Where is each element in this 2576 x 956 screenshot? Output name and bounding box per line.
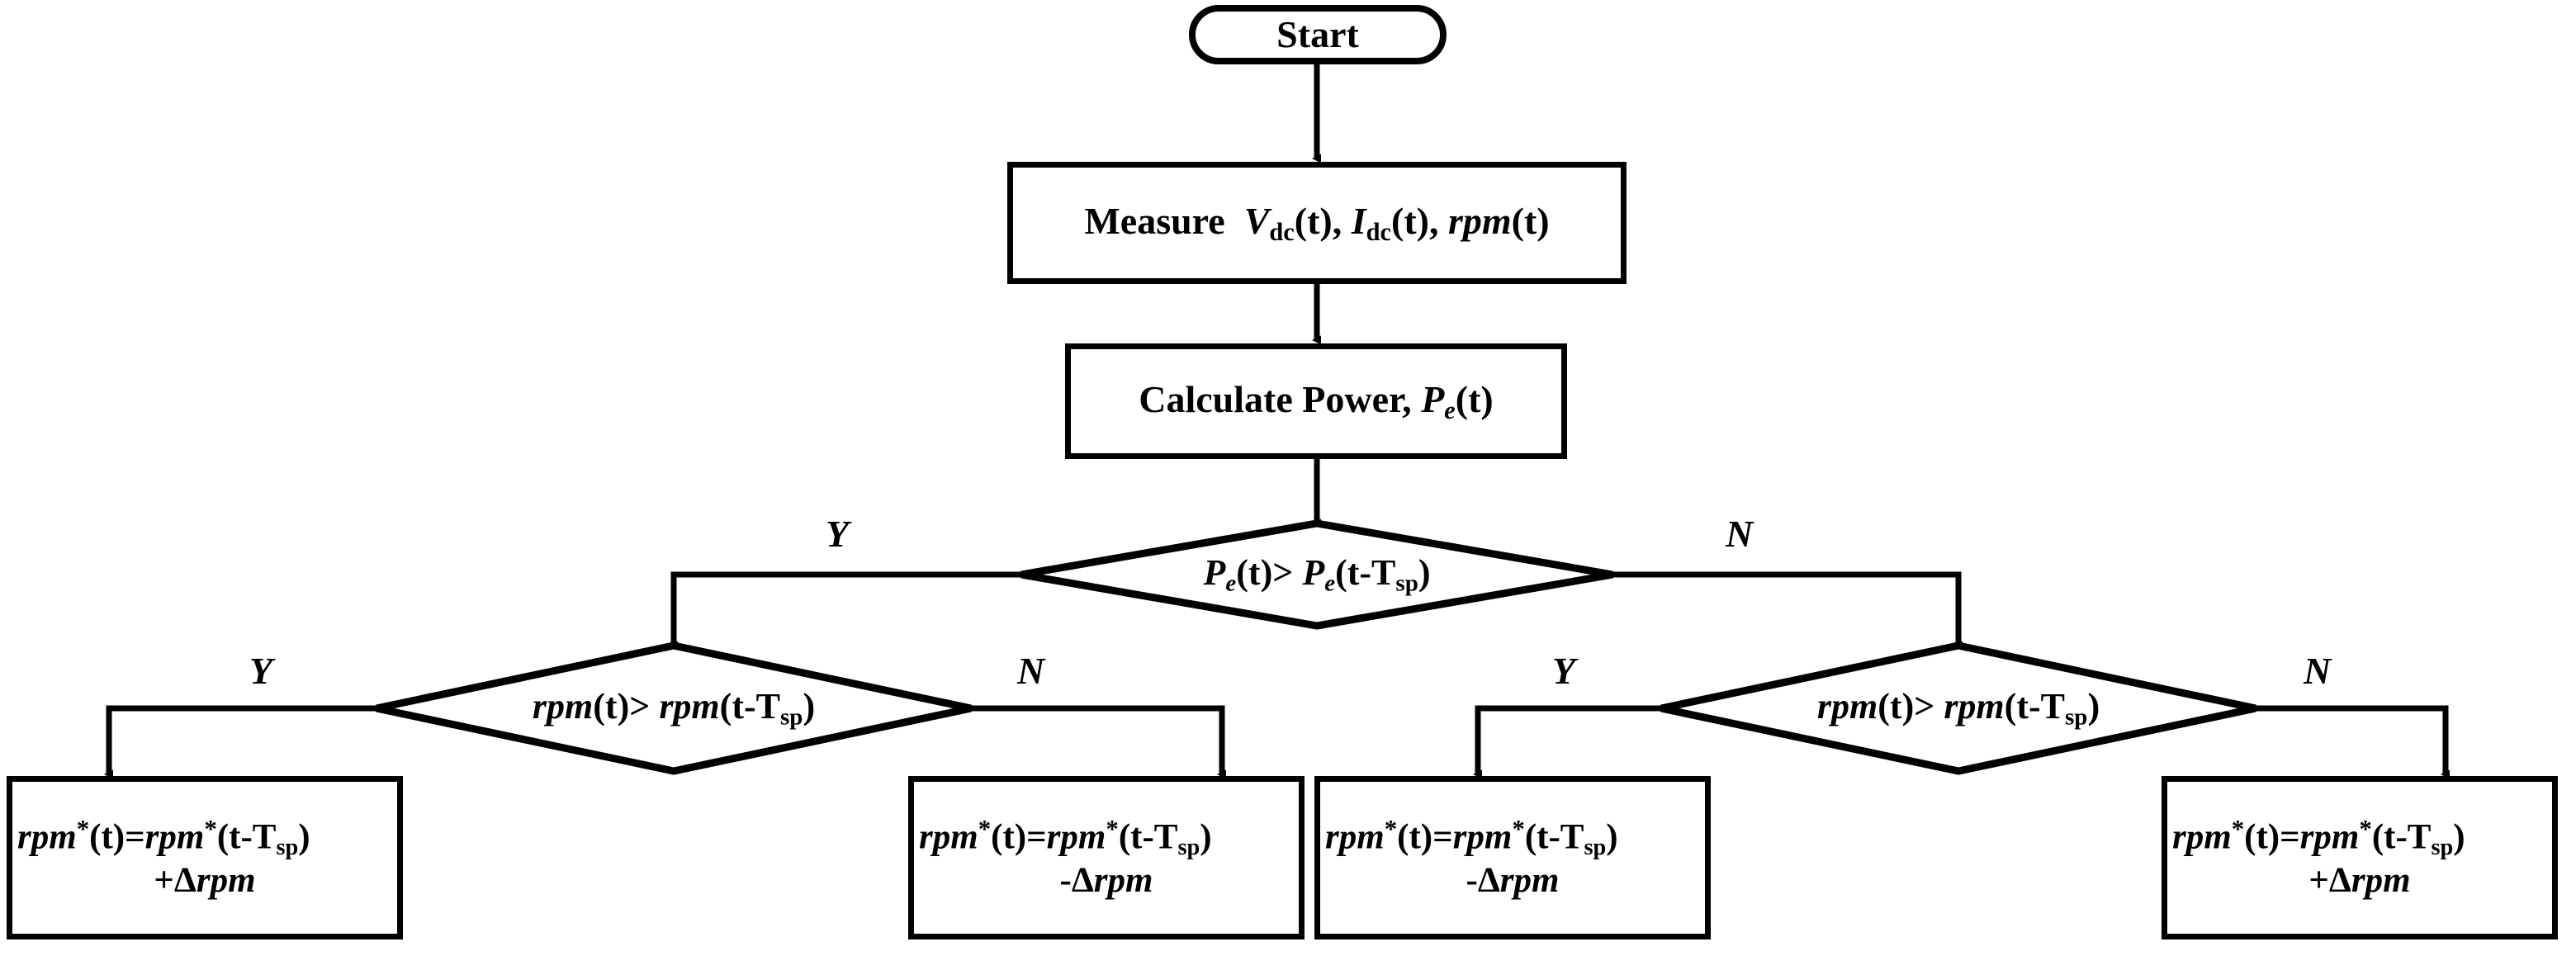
node-start-label: Start xyxy=(1276,13,1359,56)
r2-star2: * xyxy=(1106,814,1119,844)
r4-delta: +Δ xyxy=(2308,860,2351,900)
r1-rpm3: rpm xyxy=(196,860,256,900)
calculate-power-subscript: e xyxy=(1444,395,1456,424)
r1-subsp: sp xyxy=(276,835,299,861)
node-calculate-power[interactable]: Calculate Power, Pe(t) xyxy=(1065,343,1567,459)
r2-rpm2: rpm xyxy=(1046,817,1106,857)
branch-label-power-no: N xyxy=(1726,513,1754,555)
connector-power-yes xyxy=(669,571,1021,651)
node-result-2[interactable]: rpm*(t)=rpm*(t-Tsp) -Δrpm xyxy=(908,776,1305,939)
measure-voltage-symbol: V xyxy=(1243,200,1270,243)
diamond-rpm-left xyxy=(376,641,972,775)
r2-subsp: sp xyxy=(1177,835,1200,861)
r3-star2: * xyxy=(1512,814,1525,844)
measure-voltage-subscript: dc xyxy=(1269,217,1295,246)
r4-rpm1: rpm xyxy=(2172,817,2232,857)
node-start[interactable]: Start xyxy=(1189,5,1447,64)
node-result-2-text: rpm*(t)=rpm*(t-Tsp) -Δrpm xyxy=(914,814,1299,901)
r3-star1: * xyxy=(1384,814,1398,844)
branch-label-rpm-right-yes: Y xyxy=(1552,650,1576,692)
measure-current-subscript: dc xyxy=(1366,217,1391,246)
calculate-word: Calculate Power, xyxy=(1139,378,1412,421)
r4-subsp: sp xyxy=(2431,835,2454,861)
r2-star1: * xyxy=(978,814,992,844)
r1-argt: (t)= xyxy=(89,817,145,857)
node-result-3[interactable]: rpm*(t)=rpm*(t-Tsp) -Δrpm xyxy=(1314,776,1711,939)
node-result-4-text: rpm*(t)=rpm*(t-Tsp) +Δrpm xyxy=(2167,814,2552,901)
node-result-1-text: rpm*(t)=rpm*(t-Tsp) +Δrpm xyxy=(12,814,397,901)
connector-rpm-right-yes xyxy=(1473,705,1661,779)
r3-argt: (t)= xyxy=(1397,817,1453,857)
r4-star2: * xyxy=(2359,814,2372,844)
r4-rpm3: rpm xyxy=(2351,860,2411,900)
connector-rpm-left-no xyxy=(971,705,1226,779)
measure-current-arg: (t), xyxy=(1391,200,1439,243)
r4-argt: (t)= xyxy=(2244,817,2300,857)
r2-delta: -Δ xyxy=(1059,860,1094,900)
measure-rpm-symbol: rpm xyxy=(1447,200,1512,243)
node-calculate-label: Calculate Power, Pe(t) xyxy=(1139,378,1494,424)
r3-argclose: ) xyxy=(1606,817,1618,857)
node-measure-label: Measure Vdc(t), Idc(t), rpm(t) xyxy=(1084,200,1549,246)
r3-rpm1: rpm xyxy=(1325,817,1385,857)
measure-current-symbol: I xyxy=(1351,200,1366,243)
r3-rpm2: rpm xyxy=(1452,817,1513,857)
connector-power-no xyxy=(1612,571,1963,651)
branch-label-rpm-right-no: N xyxy=(2304,650,2332,692)
r2-rpm1: rpm xyxy=(919,817,978,857)
r3-delta: -Δ xyxy=(1466,860,1500,900)
branch-label-rpm-left-no: N xyxy=(1017,650,1045,692)
r3-argopen: (t-T xyxy=(1524,817,1584,857)
r1-star1: * xyxy=(76,814,90,844)
node-result-1[interactable]: rpm*(t)=rpm*(t-Tsp) +Δrpm xyxy=(7,776,403,939)
r1-star2: * xyxy=(204,814,217,844)
connector-rpm-left-yes xyxy=(104,705,376,779)
r1-rpm1: rpm xyxy=(17,817,77,857)
branch-label-power-yes: Y xyxy=(826,513,850,555)
measure-rpm-arg: (t) xyxy=(1511,200,1550,243)
r1-argclose: ) xyxy=(298,817,310,857)
r4-star1: * xyxy=(2231,814,2245,844)
diamond-power xyxy=(1020,519,1613,630)
r3-subsp: sp xyxy=(1584,835,1607,861)
r3-rpm3: rpm xyxy=(1499,860,1560,900)
r2-argclose: ) xyxy=(1200,817,1212,857)
r2-argt: (t)= xyxy=(991,817,1047,857)
r2-argopen: (t-T xyxy=(1118,817,1178,857)
node-result-4[interactable]: rpm*(t)=rpm*(t-Tsp) +Δrpm xyxy=(2162,776,2558,939)
node-result-3-text: rpm*(t)=rpm*(t-Tsp) -Δrpm xyxy=(1320,814,1705,901)
diamond-rpm-right xyxy=(1660,641,2256,775)
r4-rpm2: rpm xyxy=(2299,817,2360,857)
calculate-power-arg: (t) xyxy=(1455,378,1494,421)
node-measure[interactable]: Measure Vdc(t), Idc(t), rpm(t) xyxy=(1007,162,1627,284)
measure-word: Measure xyxy=(1084,200,1225,243)
r2-rpm3: rpm xyxy=(1093,860,1153,900)
r1-argopen: (t-T xyxy=(216,817,277,857)
r4-argopen: (t-T xyxy=(2371,817,2432,857)
calculate-power-symbol: P xyxy=(1421,378,1445,421)
r1-delta: +Δ xyxy=(154,860,197,900)
r4-argclose: ) xyxy=(2453,817,2465,857)
branch-label-rpm-left-yes: Y xyxy=(249,650,273,692)
measure-voltage-arg: (t), xyxy=(1294,200,1342,243)
r1-rpm2: rpm xyxy=(144,817,205,857)
connector-rpm-right-no xyxy=(2256,705,2450,779)
